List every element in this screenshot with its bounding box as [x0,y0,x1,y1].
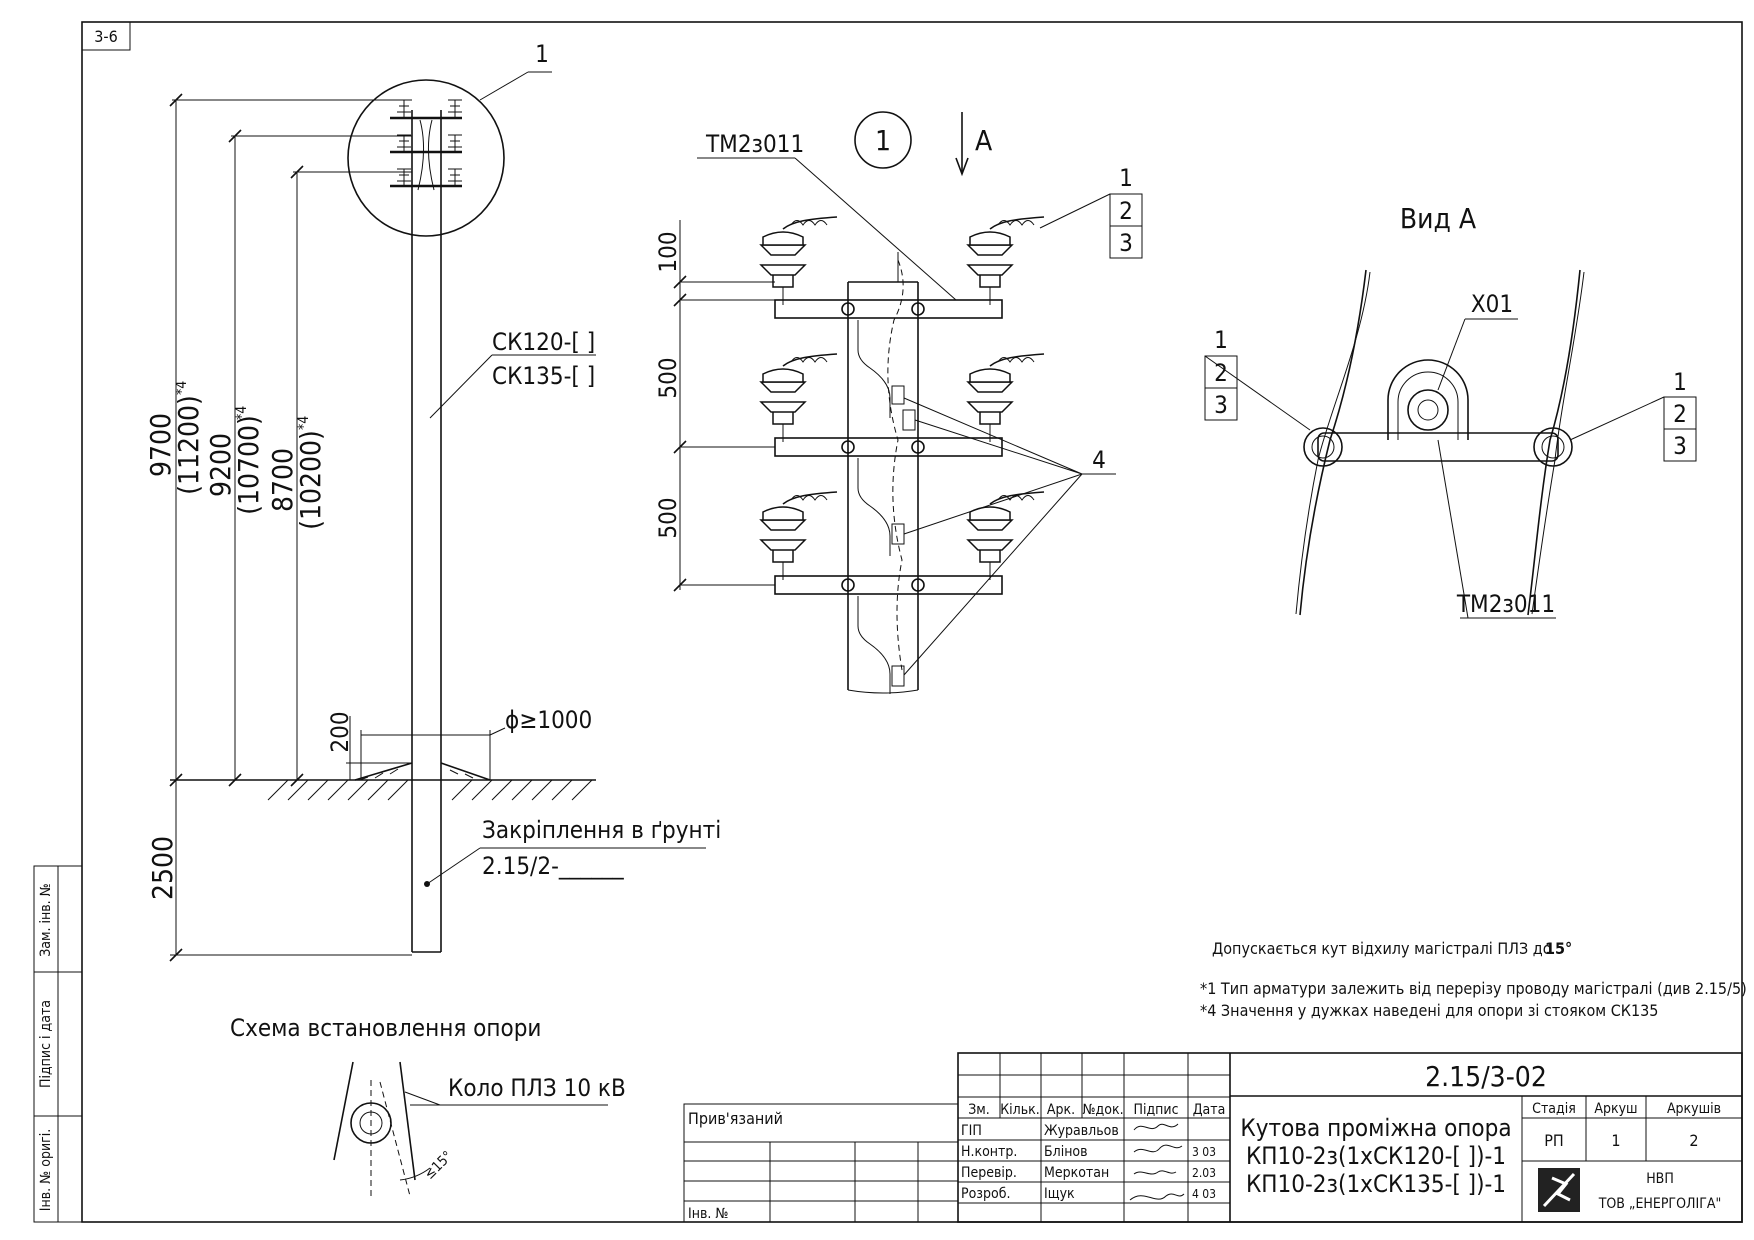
detail-dimensions: 100 500 500 [654,220,775,592]
tb-pryviazanyi: Прив'язаний [688,1109,783,1128]
org-logo-icon [1538,1168,1580,1212]
installation-scheme: Схема встановлення опори Коло ПЛЗ 10 кВ … [230,1014,626,1200]
pole-type-2: СК135-[ ] [492,362,595,390]
pole-type-1: СК120-[ ] [492,328,595,356]
tb-title-line-2: КП10-2з(1хСК120-[ ])-1 [1246,1142,1506,1170]
head-crossarms [390,99,462,191]
fixing-ref: 2.15/2-______ [482,852,625,880]
view-a-right-callout-3: 3 [1673,432,1687,460]
tb-doc-code: 2.15/3-02 [1425,1060,1547,1093]
detail-1-marker [854,111,912,169]
dim-diameter: ϕ≥1000 [505,706,592,734]
note-4: *4 Значення у дужках наведені для опори … [1200,1001,1658,1020]
tb-date-3: 2.03 [1192,1166,1216,1180]
view-a-left-callout-2: 2 [1214,359,1228,387]
tb-sheets-header: Аркушів [1667,1101,1721,1117]
tb-header-kilk: Кільк. [1000,1102,1040,1118]
installation-view: 1 9700 (11200) *4 9200 (10700) *4 8700 (… [144,40,721,962]
ground-line [170,762,596,801]
dim-200: 200 [326,711,354,752]
head-detail-circle [347,79,505,237]
detail-insulators [759,216,1045,580]
tb-role-perevir: Перевір. [961,1165,1017,1181]
tb-header-ark: Арк. [1047,1102,1075,1118]
detail-1-label: 1 [875,124,891,157]
detail-callout-3: 3 [1119,229,1133,257]
tb-date-2: 3 03 [1192,1145,1216,1159]
tb-org-line-2: ТОВ „ЕНЕРГОЛІГА" [1598,1196,1722,1212]
note-deviation: Допускається кут відхилу магістралі ПЛЗ … [1212,939,1552,958]
scheme-angle-label: ≤15° [422,1148,457,1183]
dim-11200: (11200) [172,395,205,495]
tb-name-3: Меркотан [1044,1165,1109,1181]
tb-header-pidpys: Підпис [1133,1102,1178,1118]
tb-header-dok: №док. [1082,1102,1123,1118]
tb-org-line-1: НВП [1646,1171,1674,1187]
dim-10200: (10200) [294,430,327,530]
detail-cable-label: ТМ2з011 [705,130,804,158]
tb-header-data: Дата [1193,1102,1226,1118]
signatures [1129,1123,1185,1201]
tb-name-2: Блінов [1044,1144,1088,1160]
tb-title-line-1: Кутова проміжна опора [1240,1114,1511,1142]
tb-name-4: Іщук [1044,1186,1075,1202]
view-a-right-callout-1: 1 [1673,368,1687,396]
view-a-left-callout-1: 1 [1214,326,1228,354]
detail-callout-2: 2 [1119,197,1133,225]
note-1: *1 Тип арматури залежить від перерізу пр… [1200,979,1747,998]
tb-sheet-header: Аркуш [1594,1101,1637,1117]
side-stamp-inv: Інв. № оригі. [38,1129,54,1211]
view-a-left-callout-3: 3 [1214,391,1228,419]
tb-date-4: 4 03 [1192,1187,1216,1201]
tb-role-gip: ГІП [961,1123,982,1139]
detail-callout-1: 1 [1119,164,1133,192]
sheet-frame: 3-6 [81,21,1743,1223]
scheme-line-label: Коло ПЛЗ 10 кВ [448,1074,626,1102]
installation-callout-1: 1 [535,40,549,68]
tb-stage-header: Стадія [1532,1101,1576,1117]
view-a-cable-label: ТМ2з011 [1456,590,1555,618]
view-a-title: Вид А [1400,202,1477,235]
dim-500-lower: 500 [654,497,682,538]
dim-9200: 9200 [204,433,237,497]
note-deviation-value: 15° [1545,939,1572,958]
dim-2500: 2500 [146,836,179,900]
view-a: Вид А Х01 ТМ2з011 1 2 3 [1204,202,1697,619]
footnote-mark-2: *4 [234,406,250,420]
tb-stage: РП [1544,1131,1564,1150]
tb-sheet: 1 [1611,1131,1620,1150]
notes: Допускається кут відхилу магістралі ПЛЗ … [1200,939,1747,1020]
detail-callout-4: 4 [1092,446,1106,474]
side-stamp: Зам. інв. № Підпис і дата Інв. № оригі. [33,865,83,1223]
side-stamp-zam: Зам. інв. № [38,883,54,957]
sheet-number: 3-6 [94,27,118,46]
view-a-part-label: Х01 [1471,290,1513,318]
tb-header-zm: Зм. [968,1102,990,1118]
dim-100: 100 [654,231,682,272]
grounding-clamps [857,320,916,694]
fixing-label: Закріплення в ґрунті [482,816,721,844]
footnote-mark-3: *4 [296,416,312,430]
dim-10700: (10700) [232,415,265,515]
tb-sheets: 2 [1689,1131,1698,1150]
view-arrow-label: А [975,124,993,157]
dim-9700: 9700 [144,413,177,477]
tb-role-rozrob: Розроб. [961,1186,1010,1202]
tb-name-1: Журавльов [1044,1123,1119,1139]
dim-500-upper: 500 [654,357,682,398]
tb-inv-no: Інв. № [688,1206,728,1222]
detail-1-view: 1 А [654,111,1143,694]
height-dimensions: 9700 (11200) *4 9200 (10700) *4 8700 (10… [144,93,412,962]
detail-crossarms [774,299,1003,595]
footnote-mark-1: *4 [174,381,190,395]
scheme-title: Схема встановлення опори [230,1014,541,1042]
title-block: Прив'язаний Інв. № Зм. Кільк. Арк. №док.… [683,1052,1743,1223]
dim-8700: 8700 [266,448,299,512]
tb-title-line-3: КП10-2з(1хСК135-[ ])-1 [1246,1170,1506,1198]
tb-role-nkontr: Н.контр. [961,1144,1017,1160]
view-a-right-callout-2: 2 [1673,400,1687,428]
side-stamp-pidpys: Підпис і дата [38,1000,54,1088]
